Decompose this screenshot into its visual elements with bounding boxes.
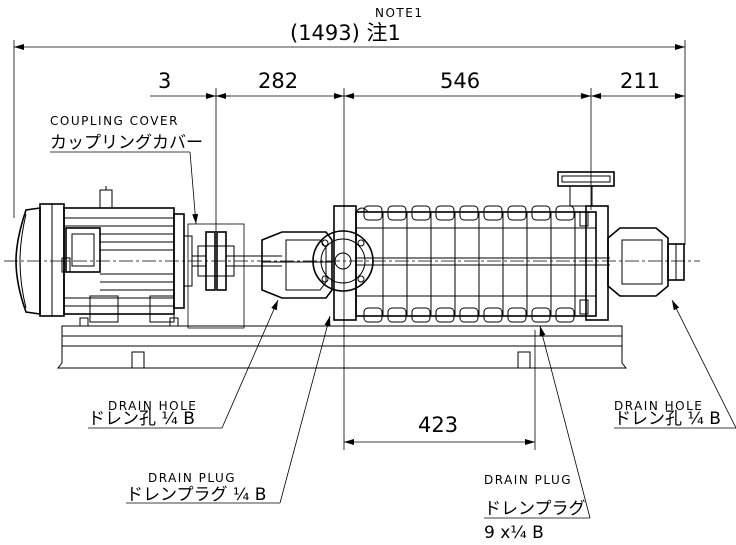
bearing-housing xyxy=(607,227,685,297)
drain-hole-right-label-jp: ドレン孔 ¼ B xyxy=(614,409,721,429)
dimension-546: 546 xyxy=(440,69,480,93)
motor xyxy=(15,186,193,323)
drain-plug-right-label-jp: ドレンプラグ xyxy=(484,499,586,519)
overall-length-dimension: (1493) 注1 xyxy=(290,21,401,45)
drain-hole-left-label-jp: ドレン孔 ¼ B xyxy=(88,409,195,429)
leader-lines xyxy=(50,151,736,519)
base-plate xyxy=(56,317,628,369)
stage-casings xyxy=(355,205,610,323)
dimension-3: 3 xyxy=(158,69,171,93)
dimension-282: 282 xyxy=(258,69,298,93)
dimension-211: 211 xyxy=(620,69,660,93)
coupling-cover-label-jp: カップリングカバー xyxy=(50,133,203,153)
note1-label: NOTE1 xyxy=(375,6,423,20)
discharge-casing xyxy=(557,171,615,321)
drain-hole-left-label: DRAIN HOLE xyxy=(108,399,197,413)
coupling-cover xyxy=(187,223,245,329)
drain-plug-left-label: DRAIN PLUG xyxy=(148,471,236,485)
drain-hole-right-label: DRAIN HOLE xyxy=(614,399,703,413)
coupling-cover-label: COUPLING COVER xyxy=(50,114,179,128)
drain-plug-right-quantity: 9 x¼ B xyxy=(484,523,544,543)
dimension-lines xyxy=(13,40,686,450)
dimension-423: 423 xyxy=(418,413,458,437)
drain-plug-right-label: DRAIN PLUG xyxy=(484,473,572,487)
drain-plug-left-label-jp: ドレンプラグ ¼ B xyxy=(126,485,266,505)
